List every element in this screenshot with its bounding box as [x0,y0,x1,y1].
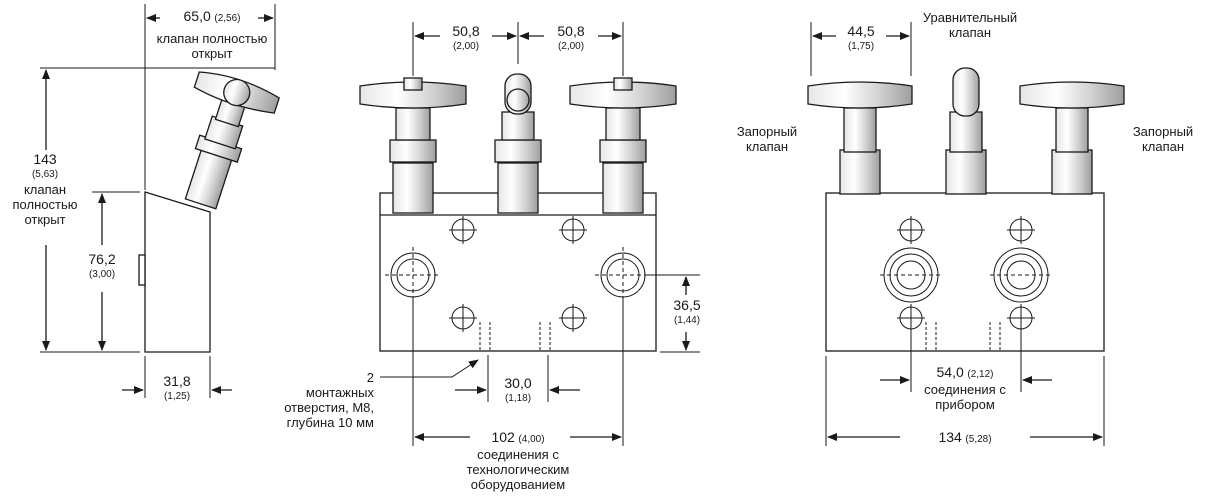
front-port-height-label: 36,5 (1,44) [662,298,712,328]
overall-width-value: 134 [938,429,962,445]
overall-width-label: 134 (5,28) [910,430,1020,447]
block-valve-left-2: клапан [745,139,789,154]
front-view [359,22,700,446]
mounting-note-4: глубина 10 мм [286,415,374,430]
front-process-conn-label: 102 (4,00) соединения с технологическим … [448,429,588,493]
side-depth-inch: (1,25) [163,391,191,402]
side-depth-label: 31,8 (1,25) [148,374,206,404]
process-conn-2: технологическим [466,462,570,477]
instrument-conn-value: 54,0 [936,364,964,380]
back-valve-spacing-label: 44,5 (1,75) [836,24,886,54]
equalizing-valve-label: Уравнительный клапан [905,10,1035,40]
side-height-label: 143 (5,63) клапан полностью открыт [2,151,88,228]
side-body-height-value: 76,2 [88,251,116,267]
side-height-inch: (5,63) [31,169,59,180]
front-port-height-value: 36,5 [673,297,701,313]
back-valve-center [945,67,987,195]
instrument-conn-2: прибором [935,397,995,412]
block-valve-right-1: Запорный [1132,124,1194,139]
back-valve-left [807,81,913,195]
front-spacing-right-value: 50,8 [557,23,585,39]
side-body-height-inch: (3,00) [88,269,116,280]
front-hole-spacing-label: 30,0 (1,18) [490,376,546,406]
mounting-note-2: монтажных [305,385,374,400]
front-spacing-left-label: 50,8 (2,00) [440,24,492,54]
side-width-note: клапан полностью открыт [138,31,286,61]
instrument-conn-label: 54,0 (2,12) соединения с прибором [900,364,1030,413]
block-valve-right-label: Запорный клапан [1118,124,1208,154]
front-process-conn-value: 102 [491,429,515,445]
side-view [40,4,280,398]
process-conn-3: оборудованием [470,477,566,492]
mounting-note-1: 2 [366,370,374,385]
side-width-inch: (2,56) [214,13,241,24]
instrument-conn-inch: (2,12) [967,369,994,380]
side-body [144,191,211,353]
overall-width-inch: (5,28) [965,434,992,445]
side-body-height-label: 76,2 (3,00) [76,252,128,282]
front-spacing-left-inch: (2,00) [452,41,480,52]
back-view [807,22,1125,446]
front-hole-spacing-inch: (1,18) [504,393,532,404]
side-height-note-3: открыт [24,212,66,227]
front-process-conn-inch: (4,00) [518,434,545,445]
side-depth-value: 31,8 [163,373,191,389]
side-height-value: 143 [33,151,57,167]
side-height-note-2: полностью [12,197,78,212]
back-valve-spacing-inch: (1,75) [847,41,875,52]
front-port-height-inch: (1,44) [673,315,701,326]
process-conn-1: соединения с [477,447,559,462]
side-height-note-1: клапан [23,182,67,197]
front-spacing-right-label: 50,8 (2,00) [544,24,598,54]
front-valve-left [359,77,467,214]
side-width-note-2: открыт [191,46,233,61]
instrument-conn-1: соединения с [924,382,1006,397]
back-valve-right [1019,81,1125,195]
front-spacing-right-inch: (2,00) [557,41,585,52]
front-spacing-left-value: 50,8 [452,23,480,39]
side-width-note-1: клапан полностью [156,31,268,46]
front-block [379,192,657,352]
block-valve-left-1: Запорный [736,124,798,139]
block-valve-right-2: клапан [1141,139,1185,154]
side-width-value: 65,0 [183,8,211,24]
front-mounting-note: 2 монтажных отверстия, М8, глубина 10 мм [256,370,374,430]
front-hole-spacing-value: 30,0 [504,375,532,391]
block-valve-left-label: Запорный клапан [722,124,812,154]
equalizing-valve-1: Уравнительный [922,10,1018,25]
mounting-note-3: отверстия, М8, [284,400,374,415]
back-valve-spacing-value: 44,5 [847,23,875,39]
equalizing-valve-2: клапан [948,25,992,40]
front-valve-right [569,77,677,214]
front-valve-center [494,73,542,214]
side-width-label: 65,0 (2,56) [163,9,261,26]
back-block [825,192,1105,352]
